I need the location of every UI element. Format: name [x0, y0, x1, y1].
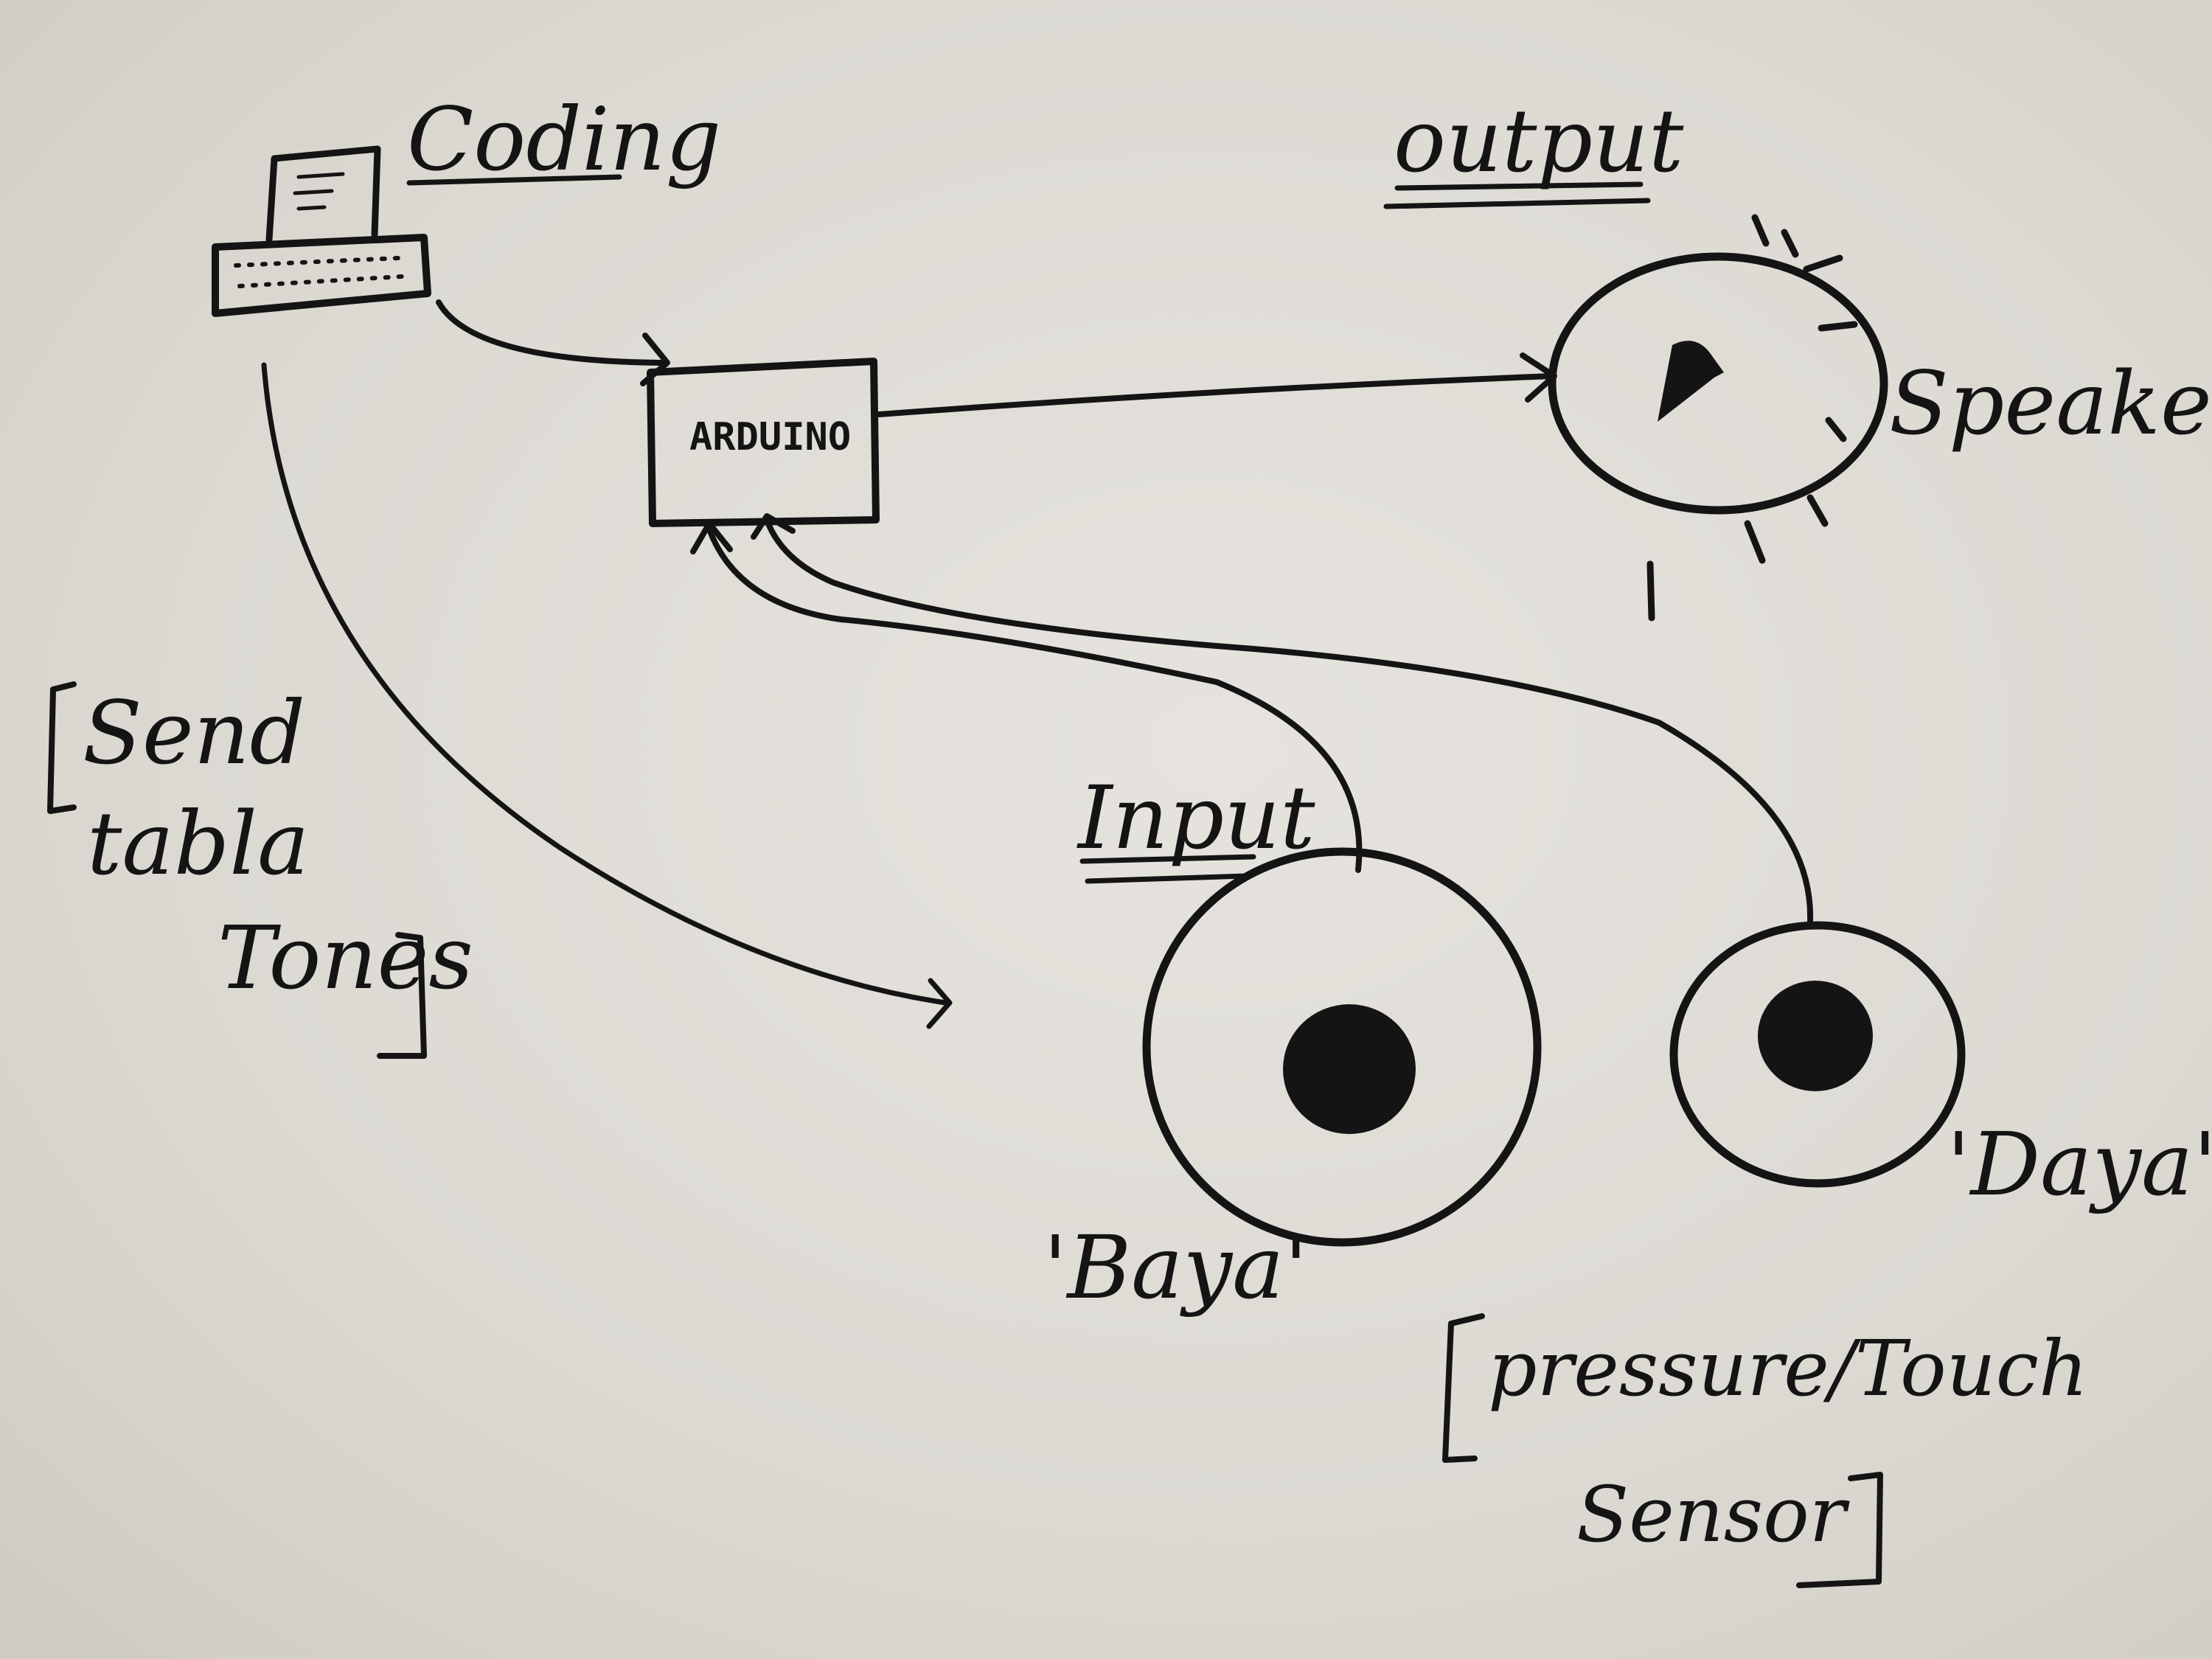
speaker-label: Speaker [1889, 352, 2212, 454]
sensor-line2: Sensor [1576, 1470, 1850, 1559]
baya-drum-icon [1142, 847, 1542, 1247]
baya-center-icon [1283, 1004, 1416, 1134]
speaker-cone-icon [1658, 341, 1724, 422]
coding-label: Coding [407, 88, 721, 190]
daya-label: 'Daya' [1947, 1113, 2212, 1215]
coding-underline [406, 174, 622, 186]
laptop-icon [212, 145, 431, 317]
send-line3: Tones [218, 907, 473, 1009]
send-line2: tabla [87, 793, 309, 894]
output-underline-2 [1383, 198, 1651, 209]
daya-to-arduino-arrow [751, 513, 1814, 925]
baya-to-arduino-arrow [690, 521, 1363, 873]
send-tones-annotation: Send tabla Tones [47, 681, 473, 1059]
input-underline-2 [1085, 873, 1249, 884]
laptop-to-arduino-arrow [436, 299, 670, 386]
sensor-line1: pressure/Touch [1488, 1324, 2088, 1413]
arduino-to-speaker-arrow [876, 352, 1557, 417]
arduino-box: ARDUINO [647, 358, 880, 527]
input-label: Input [1077, 767, 1315, 869]
output-underline [1394, 181, 1644, 191]
input-underline [1079, 854, 1256, 864]
send-line1: Send [83, 682, 305, 784]
sensor-annotation: pressure/Touch Sensor [1442, 1313, 2088, 1588]
daya-drum-icon [1669, 921, 1966, 1188]
speaker-icon [1548, 214, 1888, 622]
output-label: output [1394, 90, 1684, 192]
arduino-label: ARDUINO [689, 415, 851, 459]
daya-center-icon [1758, 981, 1873, 1091]
coding-to-input-arrow [261, 362, 953, 1029]
baya-label: 'Baya' [1043, 1217, 1308, 1318]
